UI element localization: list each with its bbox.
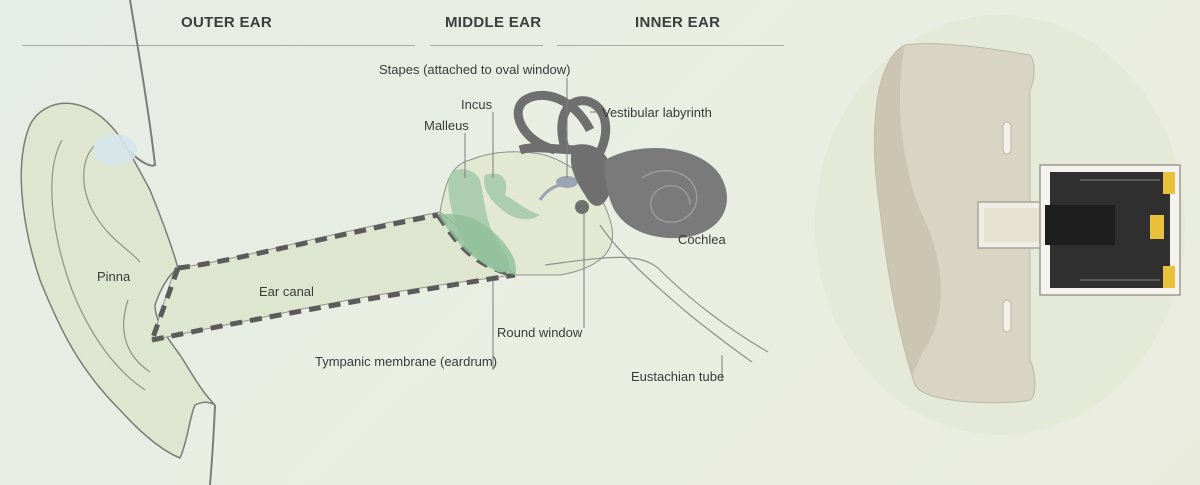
vestibule-body — [570, 144, 613, 206]
label-stapes: Stapes (attached to oval window) — [379, 62, 571, 77]
pinna-concha — [123, 299, 151, 373]
head-outline — [127, 0, 157, 167]
label-ear-canal: Ear canal — [259, 284, 314, 299]
neck-outline — [209, 404, 216, 485]
label-pinna: Pinna — [97, 269, 131, 284]
middle-ear-rule — [430, 45, 543, 46]
driver-core — [1045, 205, 1115, 245]
driver-yellow-top — [1163, 172, 1175, 194]
label-tympanic-membrane: Tympanic membrane (eardrum) — [315, 354, 498, 369]
earbud-illustration — [815, 15, 1185, 435]
label-malleus: Malleus — [424, 118, 469, 133]
inner-ear-rule — [557, 45, 784, 46]
cochlea-shape — [604, 148, 727, 239]
earbud-nozzle-inner — [984, 208, 1042, 242]
eustachian-tube-upper — [544, 256, 769, 353]
label-round-window: Round window — [497, 325, 583, 340]
oval-window — [556, 176, 578, 188]
outer-ear-heading: OUTER EAR — [181, 14, 273, 31]
eustachian-tube-lower — [599, 224, 753, 363]
pinna-helix — [83, 144, 141, 263]
inner-ear-heading: INNER EAR — [635, 14, 721, 31]
tympanic-membrane-shape — [438, 213, 516, 275]
earbud-slot-lower — [1002, 299, 1012, 333]
driver-yellow-center — [1150, 215, 1164, 239]
label-vestibular-labyrinth: Vestibular labyrinth — [602, 105, 712, 120]
driver-yellow-bottom — [1163, 266, 1175, 288]
pinna-inner-fold — [51, 139, 146, 391]
label-incus: Incus — [461, 97, 493, 112]
earbud-shading — [874, 45, 941, 385]
incus-shape — [484, 173, 540, 220]
middle-ear-heading: MIDDLE EAR — [445, 14, 542, 31]
label-eustachian-tube: Eustachian tube — [631, 369, 725, 384]
outer-ear-rule — [22, 45, 415, 46]
earbud-slot-upper — [1002, 121, 1012, 155]
round-window-shape — [575, 200, 589, 214]
pinna-highlight — [93, 134, 137, 166]
leader-lines — [464, 78, 723, 380]
label-cochlea: Cochlea — [678, 232, 726, 247]
